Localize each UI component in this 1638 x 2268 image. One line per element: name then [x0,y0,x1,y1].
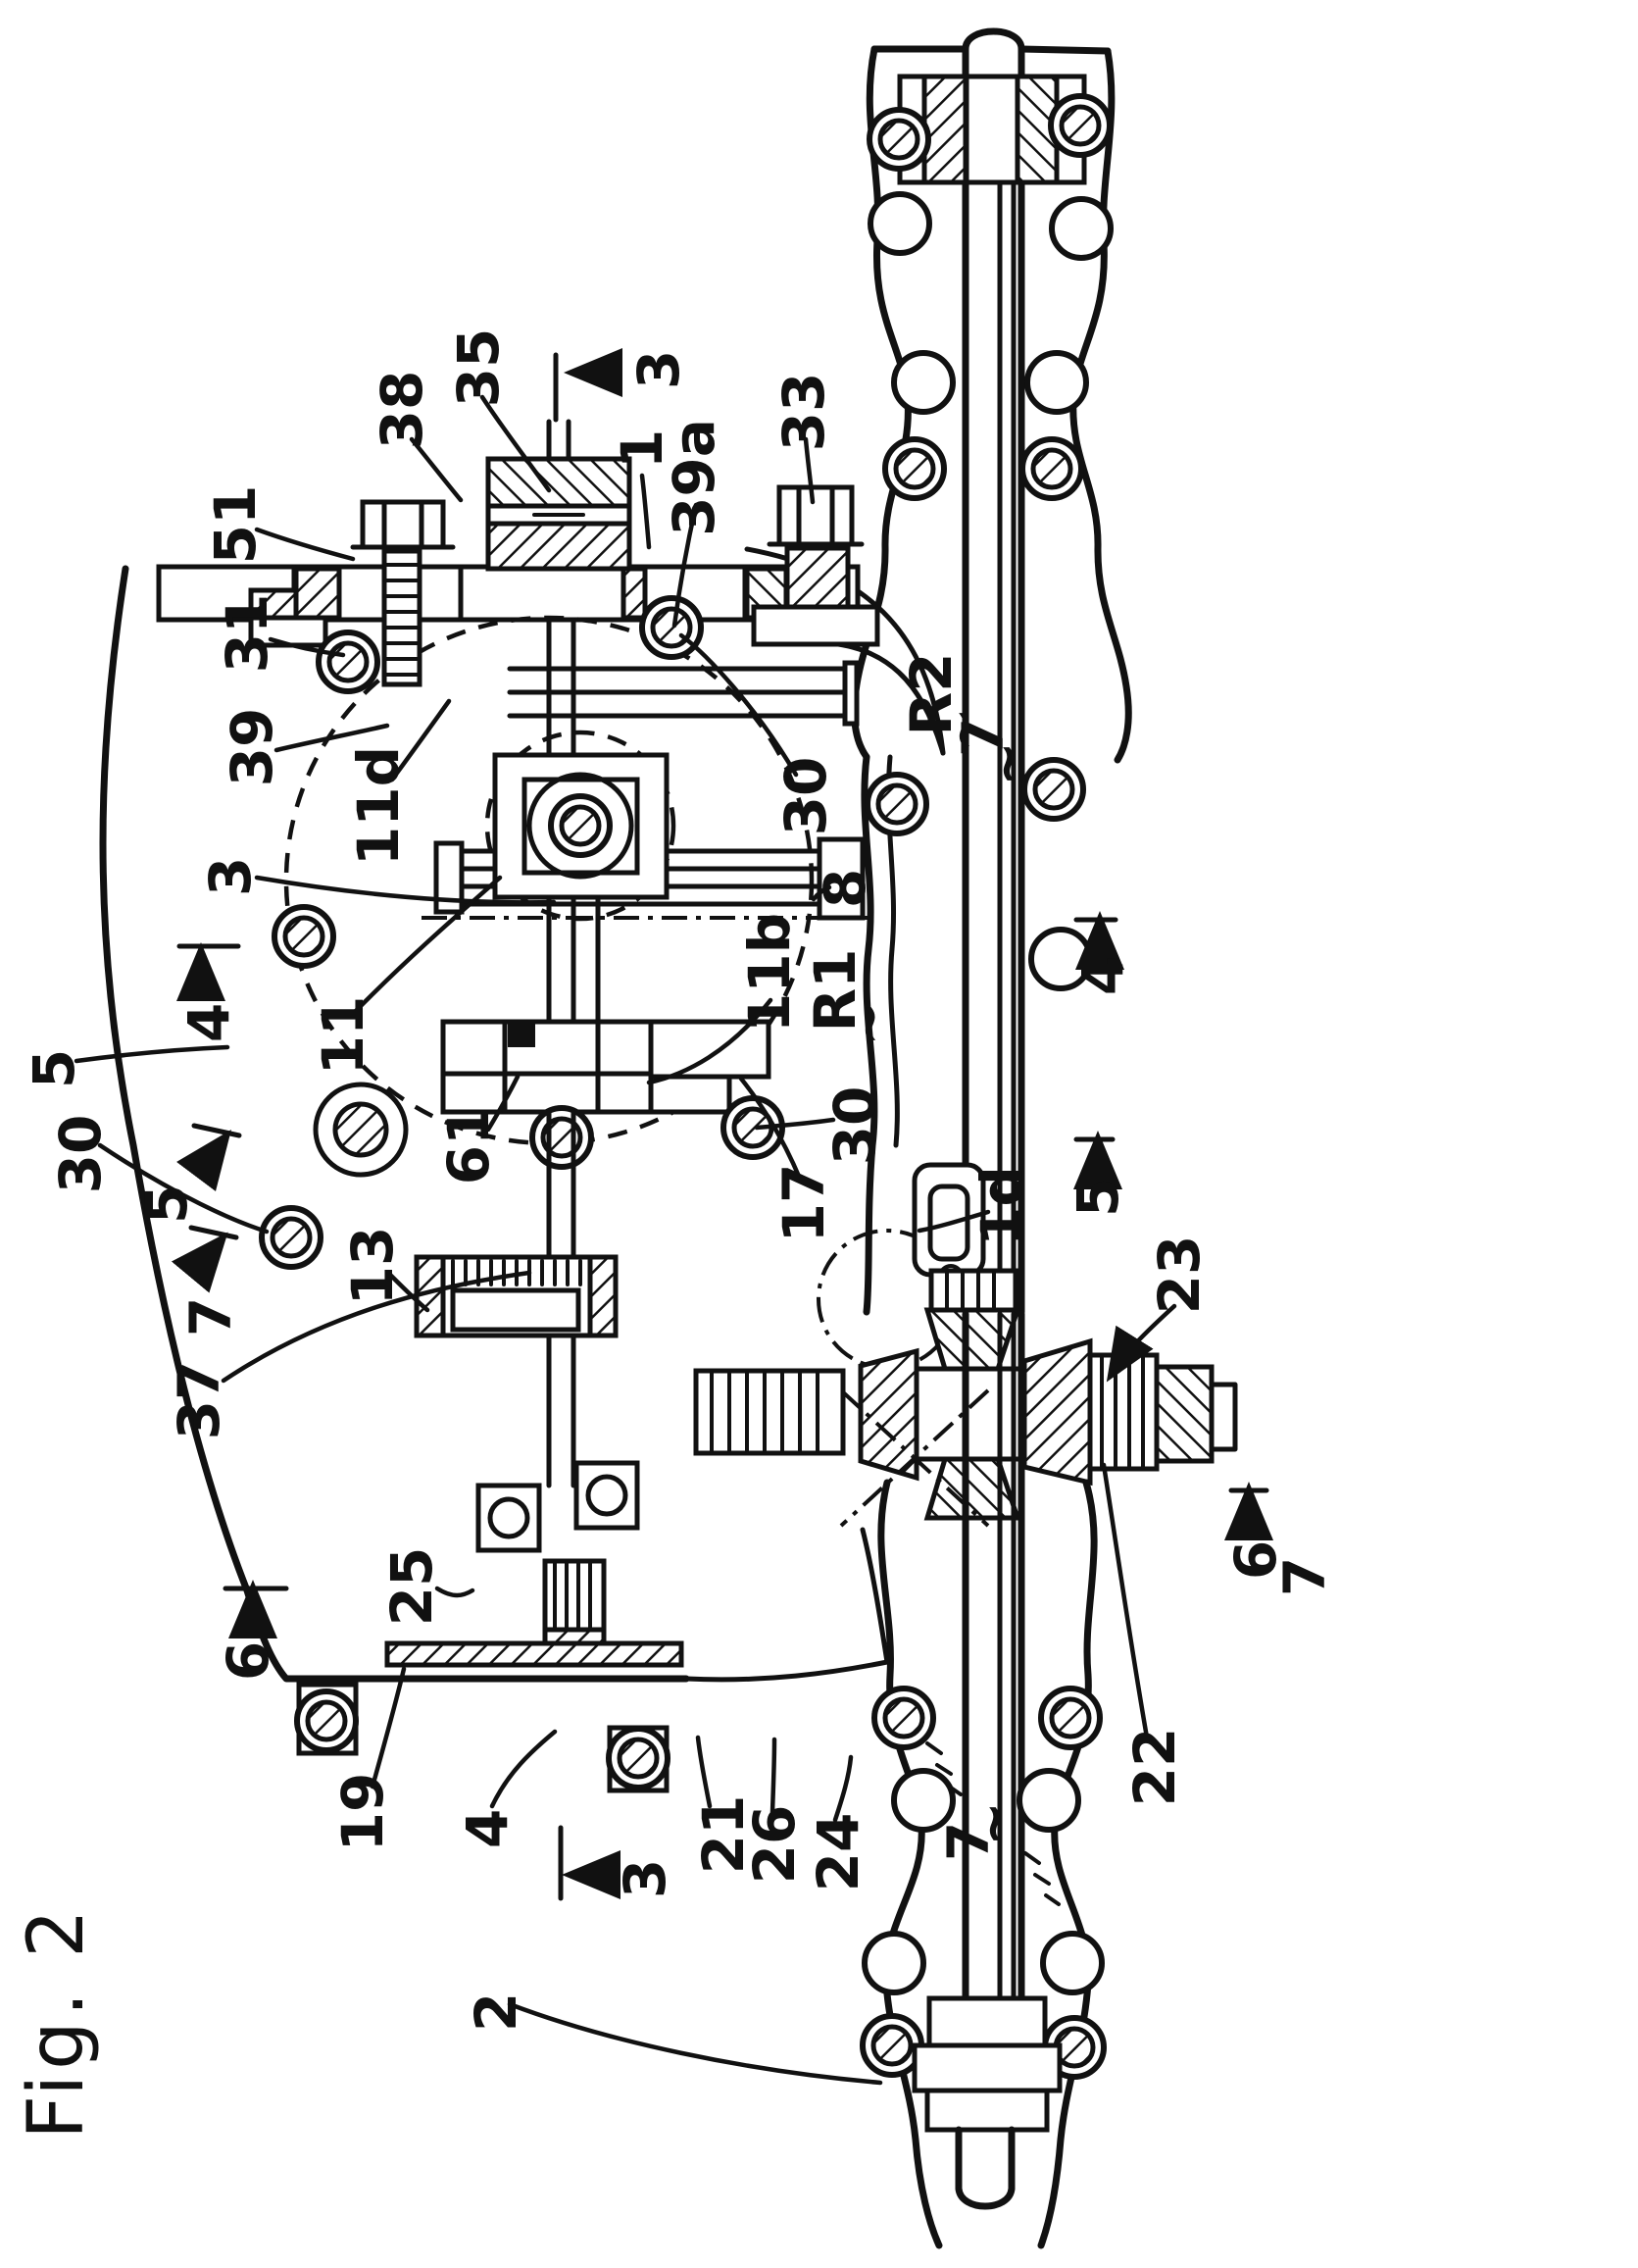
ref-label-25: 25 [378,1547,445,1627]
ref-label-5-right: 5 [1065,1178,1131,1217]
ref-label-38: 38 [369,371,435,450]
section-marker-3-top [553,348,622,423]
ref-label-7-bottom: 7 [935,1822,1002,1861]
ref-label-30-left: 30 [47,1115,114,1194]
ref-label-7-top-tilde: ~ [976,741,1038,785]
differential-assembly [693,1162,1238,1528]
surface-texture-mark [1023,1851,1061,1906]
ref-label-1: 1 [609,429,675,469]
ref-label-4-left: 4 [175,1003,242,1042]
ref-label-4-right: 4 [1069,956,1136,995]
ref-label-6-right: 6 [1222,1540,1289,1580]
ref-label-51: 51 [202,485,269,565]
section-marker-5-left-lower [171,1225,239,1293]
section-marker-5-right [1073,1131,1122,1189]
ref-label-R2-tilde: ~ [932,707,994,751]
section-marker-4-right [1073,911,1124,970]
ref-label-11: 11 [310,996,376,1076]
ref-label-11b: 11b [736,913,803,1033]
ref-label-3-bottom: 3 [612,1859,678,1898]
section-marker-6-right [1224,1482,1273,1540]
section-marker-5-left-upper [176,1123,242,1191]
ref-label-11d: 11d [345,746,412,866]
surface-texture-mark [925,1741,963,1796]
ref-label-7-bottom-tilde: ~ [963,1801,1024,1845]
ref-label-7-left: 7 [177,1297,244,1336]
gear-11-block [492,617,670,1025]
label-23-arrow [1106,1303,1177,1383]
ref-label-39a: 39a [661,419,727,536]
ref-label-31: 31 [214,594,280,674]
ref-label-7-right: 7 [1271,1557,1338,1596]
gearbox-case [99,564,890,1683]
gear-35 [485,419,632,572]
gear-61-band [313,1019,782,1178]
bolt-33 [751,484,880,647]
section-marker-3-bottom [558,1825,620,1901]
ref-label-39: 39 [219,708,285,787]
axle-housing-upper [851,27,1132,1316]
ref-label-6-left: 6 [215,1641,281,1681]
figure-caption: Fig. 2 [13,1904,101,2140]
ref-label-30-mid: 30 [821,1086,888,1166]
ref-label-30-top: 30 [772,757,839,836]
ref-label-5-upper-left: 5 [21,1049,87,1088]
ref-label-13: 13 [339,1227,406,1306]
ref-label-33: 33 [770,373,837,452]
ref-label-4-bottom: 4 [454,1809,521,1848]
axle-housing-lower [863,1310,1104,2249]
bearing-assemblies [262,598,701,1793]
ref-label-3-mid: 3 [197,857,264,896]
ref-label-23: 23 [1146,1235,1213,1315]
ref-label-21: 21 [690,1795,757,1875]
ref-label-5-left: 5 [133,1184,200,1224]
section-markers [171,348,1273,1901]
ref-label-17: 17 [770,1164,837,1243]
ref-label-19: 19 [329,1773,396,1852]
ref-label-R1: R1 [802,948,869,1032]
ref-label-2: 2 [463,1992,529,2032]
leader-lines [74,394,1177,2086]
ref-label-26: 26 [741,1805,808,1885]
ref-label-1d: 1d [968,1166,1035,1246]
ref-label-22: 22 [1121,1728,1188,1807]
section-marker-6-left [223,1580,289,1638]
section-marker-4-left [176,942,241,1001]
ref-label-8: 8 [812,869,878,908]
ref-label-R1-tilde: ~ [838,1001,900,1045]
ref-label-7-top: 7 [950,718,1017,757]
ref-label-37: 37 [166,1361,232,1440]
gear-13-block [414,1109,619,1488]
bolt-51 [350,499,456,687]
ref-label-35: 35 [445,328,512,408]
ref-label-3-top: 3 [625,350,692,389]
ref-label-R2: R2 [898,652,965,735]
ref-label-24: 24 [805,1813,871,1892]
ref-label-61: 61 [435,1106,502,1185]
